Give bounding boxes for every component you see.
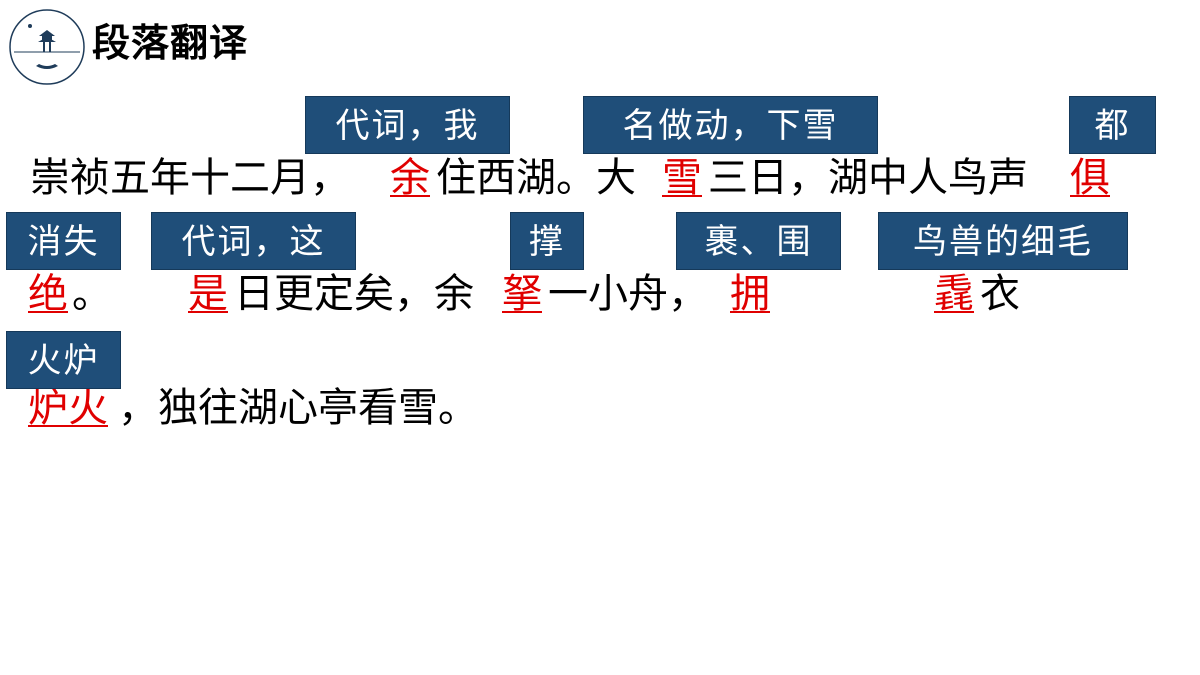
highlight-word-luhuo: 炉火 [28, 385, 108, 431]
passage-text: ，独往湖心亭看雪。 [118, 385, 478, 431]
passage-text: 。 [72, 271, 112, 317]
highlight-word-xue: 雪 [662, 155, 702, 201]
highlight-word-shi: 是 [188, 271, 228, 317]
passage-text: 衣 [980, 271, 1020, 317]
highlight-word-yu: 余 [390, 155, 430, 201]
gloss-box-cui: 鸟兽的细毛 [878, 212, 1128, 270]
gloss-box-shi: 代词，这 [151, 212, 356, 270]
gloss-box-luhuo: 火炉 [6, 331, 121, 389]
passage-text: 一小舟， [548, 271, 708, 317]
highlight-word-cui: 毳 [934, 271, 974, 317]
gloss-box-na: 撑 [510, 212, 584, 270]
gloss-box-yong: 裹、围 [676, 212, 841, 270]
highlight-word-yong: 拥 [730, 271, 770, 317]
highlight-word-na: 拏 [502, 271, 542, 317]
gloss-box-ju: 都 [1069, 96, 1156, 154]
gloss-box-jue: 消失 [6, 212, 121, 270]
highlight-word-ju: 俱 [1070, 155, 1110, 201]
passage-text: 住西湖。大 [436, 155, 636, 201]
passage-text: 日更定矣，余 [234, 271, 474, 317]
gloss-box-yu: 代词，我 [305, 96, 510, 154]
passage-text: 三日，湖中人鸟声 [708, 155, 1028, 201]
page-title: 段落翻译 [92, 21, 249, 65]
pavilion-lake-logo [9, 9, 85, 85]
passage-text: 崇祯五年十二月， [30, 155, 350, 201]
gloss-box-xue: 名做动，下雪 [583, 96, 878, 154]
highlight-word-jue: 绝 [28, 271, 68, 317]
